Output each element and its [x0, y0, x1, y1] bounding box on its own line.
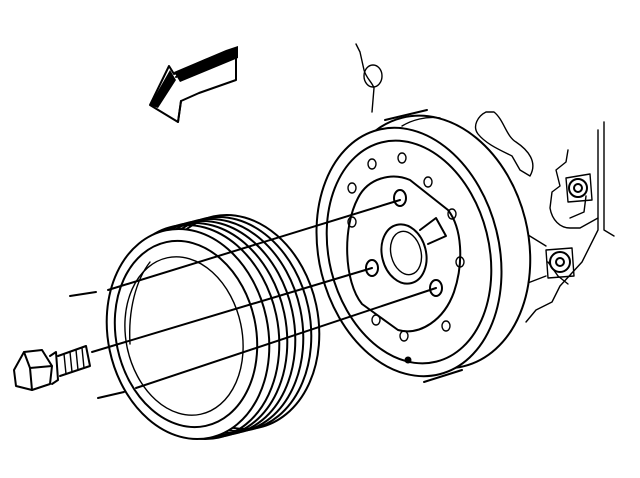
alignment-lines [69, 199, 437, 399]
pulley-bolt-icon [13, 345, 91, 391]
crankshaft-pulley-icon [105, 213, 321, 441]
alignment-line-upper [107, 199, 401, 291]
alignment-line-lower [135, 287, 437, 389]
alignment-line-lower [97, 391, 125, 399]
alignment-line-middle [91, 267, 373, 353]
crankshaft-balancer-icon [315, 109, 532, 383]
alignment-line-upper [69, 291, 97, 297]
engine-block-icon [355, 43, 615, 323]
direction-arrow-icon [149, 46, 238, 123]
